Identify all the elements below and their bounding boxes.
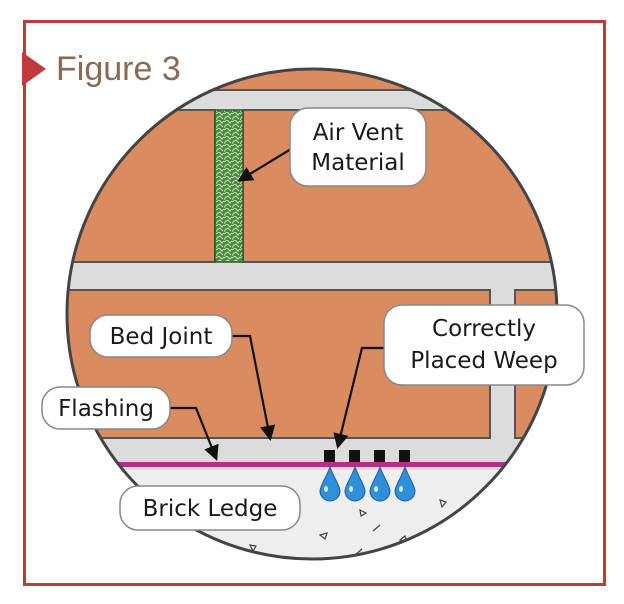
weep-label-line2: Placed Weep [410, 348, 557, 374]
flashing-layer [67, 462, 557, 467]
weep-label-line1: Correctly [432, 316, 536, 342]
air-vent-label-line2: Material [311, 150, 404, 176]
brick-upper-left [67, 109, 216, 263]
flashing-label: Flashing [58, 396, 154, 422]
weep-arrow [333, 346, 384, 449]
flashing-arrow [170, 406, 219, 461]
callout-arrows [170, 145, 384, 461]
figure-marker-triangle [22, 52, 46, 86]
air-vent-label-line1: Air Vent [313, 120, 404, 146]
bed-joint-arrow [232, 334, 276, 442]
callout-air-vent: Air Vent Material [289, 107, 427, 187]
weep-vent-4 [399, 450, 410, 462]
weep-vent-1 [324, 450, 335, 462]
water-drop-2 [344, 465, 366, 502]
callout-brick-ledge: Brick Ledge [119, 485, 301, 531]
callout-correctly-placed-weep: Correctly Placed Weep [383, 304, 585, 386]
figure-title: Figure 3 [56, 50, 181, 88]
water-drop-1 [319, 465, 341, 502]
weep-water-drops [319, 465, 416, 502]
air-vent-arrow [237, 145, 297, 182]
brick-top-course [67, 69, 557, 91]
water-drop-3 [369, 465, 391, 502]
air-vent-material [214, 109, 244, 263]
weep-vent-3 [374, 450, 385, 462]
weep-vents [324, 450, 410, 462]
callout-bed-joint: Bed Joint [89, 314, 233, 358]
brick-ledge-label: Brick Ledge [143, 496, 278, 522]
bed-joint-label: Bed Joint [110, 324, 213, 350]
water-drop-4 [394, 465, 416, 502]
weep-vent-2 [349, 450, 360, 462]
callout-flashing: Flashing [41, 386, 171, 430]
